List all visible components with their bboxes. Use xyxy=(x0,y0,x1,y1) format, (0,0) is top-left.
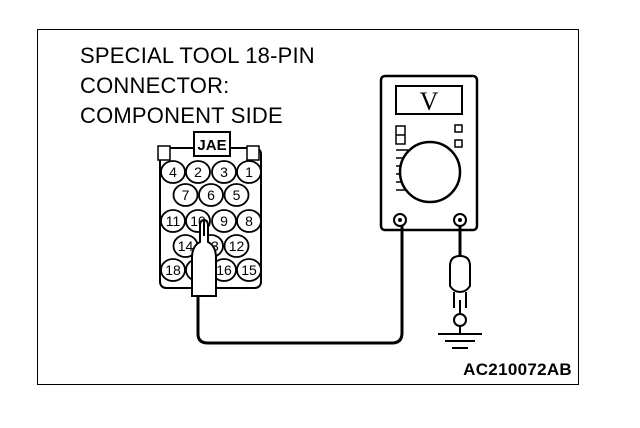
title-line-3: COMPONENT SIDE xyxy=(80,103,283,128)
title-line-2: CONNECTOR: xyxy=(80,73,230,98)
connector-side-peg-right xyxy=(246,145,260,161)
connector-pin-label: 5 xyxy=(233,187,241,203)
connector-pin-18 xyxy=(160,258,186,282)
figure-code: AC210072AB xyxy=(463,360,572,379)
ground-lead xyxy=(449,226,471,334)
ground-symbol-icon xyxy=(438,333,482,349)
connector-pin-1 xyxy=(236,160,262,184)
voltmeter-indicator-1 xyxy=(454,124,463,133)
diagram-frame xyxy=(37,29,579,385)
connector-label: JAE xyxy=(197,137,226,154)
connector-side-peg-left xyxy=(157,145,171,161)
title-line-1: SPECIAL TOOL 18-PIN xyxy=(80,43,315,68)
connector-pin-label: 6 xyxy=(207,187,215,203)
connector-pin-label: 14 xyxy=(178,238,194,254)
voltmeter-display xyxy=(395,85,463,115)
connector-pin-label: 15 xyxy=(241,262,257,278)
connector-pin-7 xyxy=(172,183,199,207)
connector-pin-9 xyxy=(211,209,237,233)
connector-pin-8 xyxy=(236,209,262,233)
connector-pin-3 xyxy=(211,160,237,184)
connector-pin-11 xyxy=(160,209,186,233)
connector-latch xyxy=(193,131,231,157)
connector-pin-5 xyxy=(223,183,250,207)
connector-pin-label: 11 xyxy=(166,213,181,229)
connector-pin-label: 4 xyxy=(169,164,177,180)
connector-pin-label: 12 xyxy=(229,238,245,254)
connector-pin-label: 3 xyxy=(220,164,228,180)
voltmeter-display-value: V xyxy=(420,87,439,116)
voltmeter: V xyxy=(379,74,479,232)
connector-pin-label: 16 xyxy=(216,262,232,278)
connector-pin-label: 7 xyxy=(182,187,190,203)
connector-pin-2 xyxy=(185,160,211,184)
connector-pin-4 xyxy=(160,160,186,184)
test-lead-probe xyxy=(196,226,404,345)
connector-pin-6 xyxy=(198,183,224,207)
connector-pin-label: 18 xyxy=(165,262,181,278)
connector-pin-label: 2 xyxy=(194,164,202,180)
connector-pin-15 xyxy=(236,258,262,282)
connector-pin-12 xyxy=(223,234,250,258)
voltmeter-rotary-dial xyxy=(398,140,462,204)
test-probe xyxy=(191,218,217,297)
connector-pin-label: 9 xyxy=(220,213,228,229)
connector-pin-label: 1 xyxy=(245,164,253,180)
voltmeter-indicator-2 xyxy=(454,139,463,148)
connector-pin-label: 8 xyxy=(245,213,253,229)
